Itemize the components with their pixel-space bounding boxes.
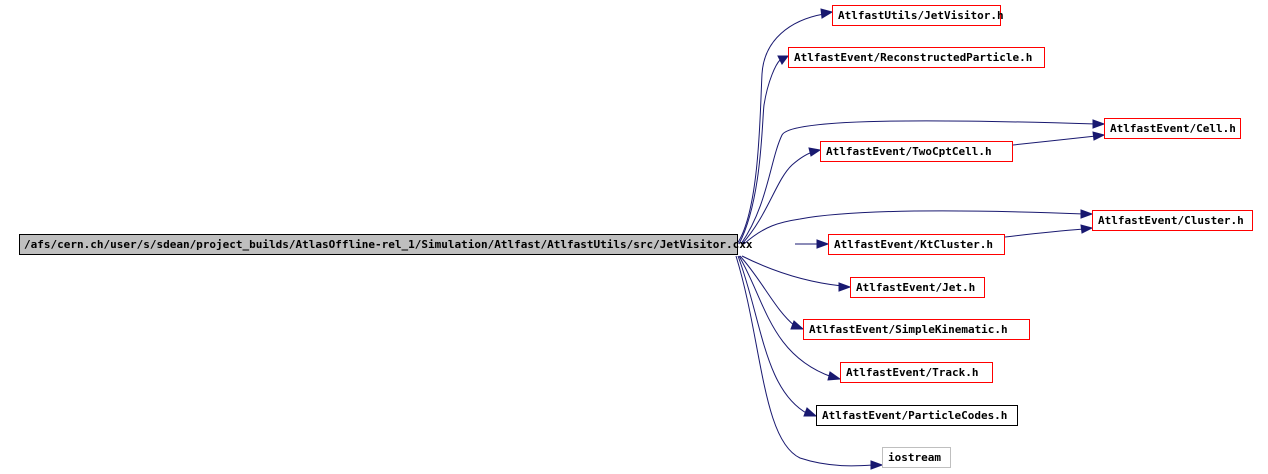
node-track-label: AtlfastEvent/Track.h: [846, 366, 978, 379]
node-particle-codes-label: AtlfastEvent/ParticleCodes.h: [822, 409, 1007, 422]
node-twocptcell[interactable]: AtlfastEvent/TwoCptCell.h: [820, 141, 1013, 162]
node-ktcluster-label: AtlfastEvent/KtCluster.h: [834, 238, 993, 251]
arrowhead-jet: [838, 282, 852, 292]
node-jet[interactable]: AtlfastEvent/Jet.h: [850, 277, 985, 298]
node-iostream: iostream: [882, 447, 951, 468]
node-simple-kinematic[interactable]: AtlfastEvent/SimpleKinematic.h: [803, 319, 1030, 340]
node-track[interactable]: AtlfastEvent/Track.h: [840, 362, 993, 383]
edge-root-to-jet: [741, 255, 843, 287]
node-track-box: [840, 362, 993, 383]
node-iostream-box: [882, 447, 951, 468]
node-jetvisitor-h[interactable]: AtlfastUtils/JetVisitor.h: [832, 5, 1004, 26]
node-reconstructed-particle[interactable]: AtlfastEvent/ReconstructedParticle.h: [788, 47, 1045, 68]
node-cell[interactable]: AtlfastEvent/Cell.h: [1104, 118, 1241, 139]
node-jetvisitor-h-label: AtlfastUtils/JetVisitor.h: [838, 9, 1004, 22]
nodes: /afs/cern.ch/user/s/sdean/project_builds…: [19, 5, 1253, 468]
edge-root-to-jetvisitor-h: [736, 13, 825, 245]
node-cell-label: AtlfastEvent/Cell.h: [1110, 122, 1236, 135]
edge-twocptcell-to-cell: [1012, 135, 1097, 146]
node-cluster-label: AtlfastEvent/Cluster.h: [1098, 214, 1244, 227]
node-root-label: /afs/cern.ch/user/s/sdean/project_builds…: [24, 238, 753, 251]
arrowhead-simple-kinematic: [790, 320, 805, 330]
node-root-file[interactable]: /afs/cern.ch/user/s/sdean/project_builds…: [19, 234, 753, 255]
edge-root-to-simple-kinematic: [739, 255, 796, 327]
arrowhead-particle-codes: [803, 407, 818, 417]
arrowhead-twocptcell: [808, 147, 822, 157]
node-ktcluster[interactable]: AtlfastEvent/KtCluster.h: [828, 234, 1005, 255]
node-particle-codes-box: [816, 405, 1018, 426]
edge-root-to-reconstructed-particle: [738, 59, 781, 245]
arrowhead-cluster-from-root: [1080, 209, 1094, 219]
node-simple-kinematic-label: AtlfastEvent/SimpleKinematic.h: [809, 323, 1008, 336]
node-cell-box: [1104, 118, 1241, 139]
node-iostream-label: iostream: [888, 451, 941, 464]
node-simple-kinematic-box: [803, 319, 1030, 340]
edge-ktcluster-to-cluster: [1004, 228, 1085, 238]
node-jet-box: [850, 277, 985, 298]
arrowhead-cell-from-twocptcell: [1092, 131, 1106, 141]
arrowhead-track: [827, 371, 842, 381]
arrowhead-jetvisitor-h: [820, 8, 834, 19]
node-jet-label: AtlfastEvent/Jet.h: [856, 281, 975, 294]
node-reconstructed-particle-box: [788, 47, 1045, 68]
arrowhead-reconstructed-particle: [777, 55, 789, 65]
edge-root-to-cluster: [743, 210, 1085, 245]
arrowhead-iostream: [870, 460, 884, 470]
arrowhead-ktcluster: [816, 239, 830, 249]
edge-root-to-particle-codes: [737, 255, 809, 415]
node-twocptcell-box: [820, 141, 1013, 162]
node-ktcluster-box: [828, 234, 1005, 255]
arrowhead-cluster-from-ktcluster: [1080, 224, 1094, 234]
node-cluster[interactable]: AtlfastEvent/Cluster.h: [1092, 210, 1253, 231]
edge-root-to-twocptcell: [741, 151, 814, 245]
edge-root-to-cell: [740, 120, 1097, 245]
node-root-box: [19, 234, 738, 255]
arrowhead-cell-from-root: [1092, 119, 1106, 129]
node-twocptcell-label: AtlfastEvent/TwoCptCell.h: [826, 145, 992, 158]
node-particle-codes: AtlfastEvent/ParticleCodes.h: [816, 405, 1018, 426]
edge-root-to-track: [738, 255, 833, 378]
edges: [735, 8, 1106, 470]
node-jetvisitor-h-box: [832, 5, 1001, 26]
edge-root-to-iostream: [735, 255, 875, 467]
node-reconstructed-particle-label: AtlfastEvent/ReconstructedParticle.h: [794, 51, 1032, 64]
node-cluster-box: [1092, 210, 1253, 231]
